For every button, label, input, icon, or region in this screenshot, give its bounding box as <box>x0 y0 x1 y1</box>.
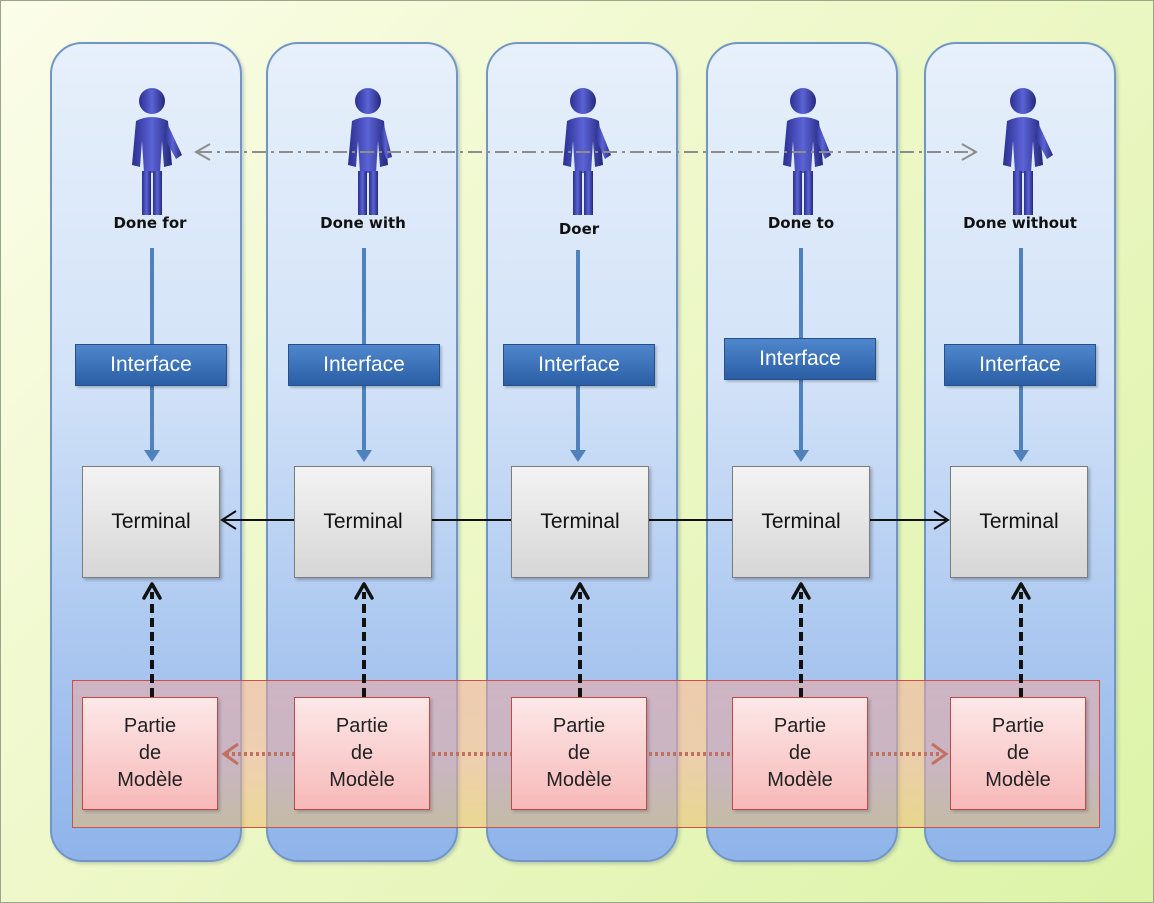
column-label: Done to <box>767 214 835 232</box>
connector-line <box>1019 386 1023 452</box>
person-figure-icon <box>1003 88 1053 215</box>
model-part-line: de <box>567 742 591 764</box>
connector-line <box>362 248 366 344</box>
column-label: Done for <box>113 214 187 232</box>
connector-line <box>799 380 803 450</box>
arrowhead-icon <box>1013 450 1029 462</box>
terminal-box: Terminal <box>950 466 1088 578</box>
interface-box: Interface <box>503 344 655 386</box>
interface-box: Interface <box>724 338 876 380</box>
interface-box: Interface <box>288 344 440 386</box>
arrowhead-icon <box>793 450 809 462</box>
interface-box: Interface <box>944 344 1096 386</box>
terminal-box: Terminal <box>732 466 870 578</box>
arrowhead-icon <box>144 450 160 462</box>
model-part-line: Partie <box>991 715 1045 737</box>
model-part-line: Modèle <box>767 769 833 791</box>
model-part-line: de <box>350 742 374 764</box>
model-part-line: de <box>1006 742 1030 764</box>
terminal-box: Terminal <box>511 466 649 578</box>
connector-line <box>576 386 580 452</box>
model-part-line: Modèle <box>985 769 1051 791</box>
column-label: Done with <box>320 214 406 232</box>
arrowhead-icon <box>570 450 586 462</box>
terminal-box: Terminal <box>294 466 432 578</box>
connector-line <box>150 386 154 452</box>
connector-line <box>799 248 803 340</box>
person-figure-icon <box>563 88 611 215</box>
model-part-box: Partie de Modèle <box>294 697 430 810</box>
model-part-line: de <box>788 742 812 764</box>
model-part-line: Modèle <box>329 769 395 791</box>
person-figure-icon <box>132 88 182 215</box>
arrowhead-icon <box>356 450 372 462</box>
connector-line <box>1019 248 1023 344</box>
connector-line <box>362 386 366 452</box>
model-part-line: Partie <box>335 715 389 737</box>
person-figure-icon <box>783 88 831 215</box>
connector-line <box>150 248 154 344</box>
interface-box: Interface <box>75 344 227 386</box>
terminal-box: Terminal <box>82 466 220 578</box>
connector-line <box>576 250 580 344</box>
column-label: Done without <box>963 214 1077 232</box>
model-part-box: Partie de Modèle <box>950 697 1086 810</box>
model-part-box: Partie de Modèle <box>732 697 868 810</box>
column-label: Doer <box>558 220 600 238</box>
person-figure-icon <box>348 88 392 215</box>
model-part-box: Partie de Modèle <box>511 697 647 810</box>
model-part-box: Partie de Modèle <box>82 697 218 810</box>
model-part-line: Modèle <box>117 769 183 791</box>
model-part-line: Partie <box>773 715 827 737</box>
model-part-line: Partie <box>123 715 177 737</box>
model-part-line: Modèle <box>546 769 612 791</box>
model-part-line: de <box>138 742 162 764</box>
model-part-line: Partie <box>552 715 606 737</box>
